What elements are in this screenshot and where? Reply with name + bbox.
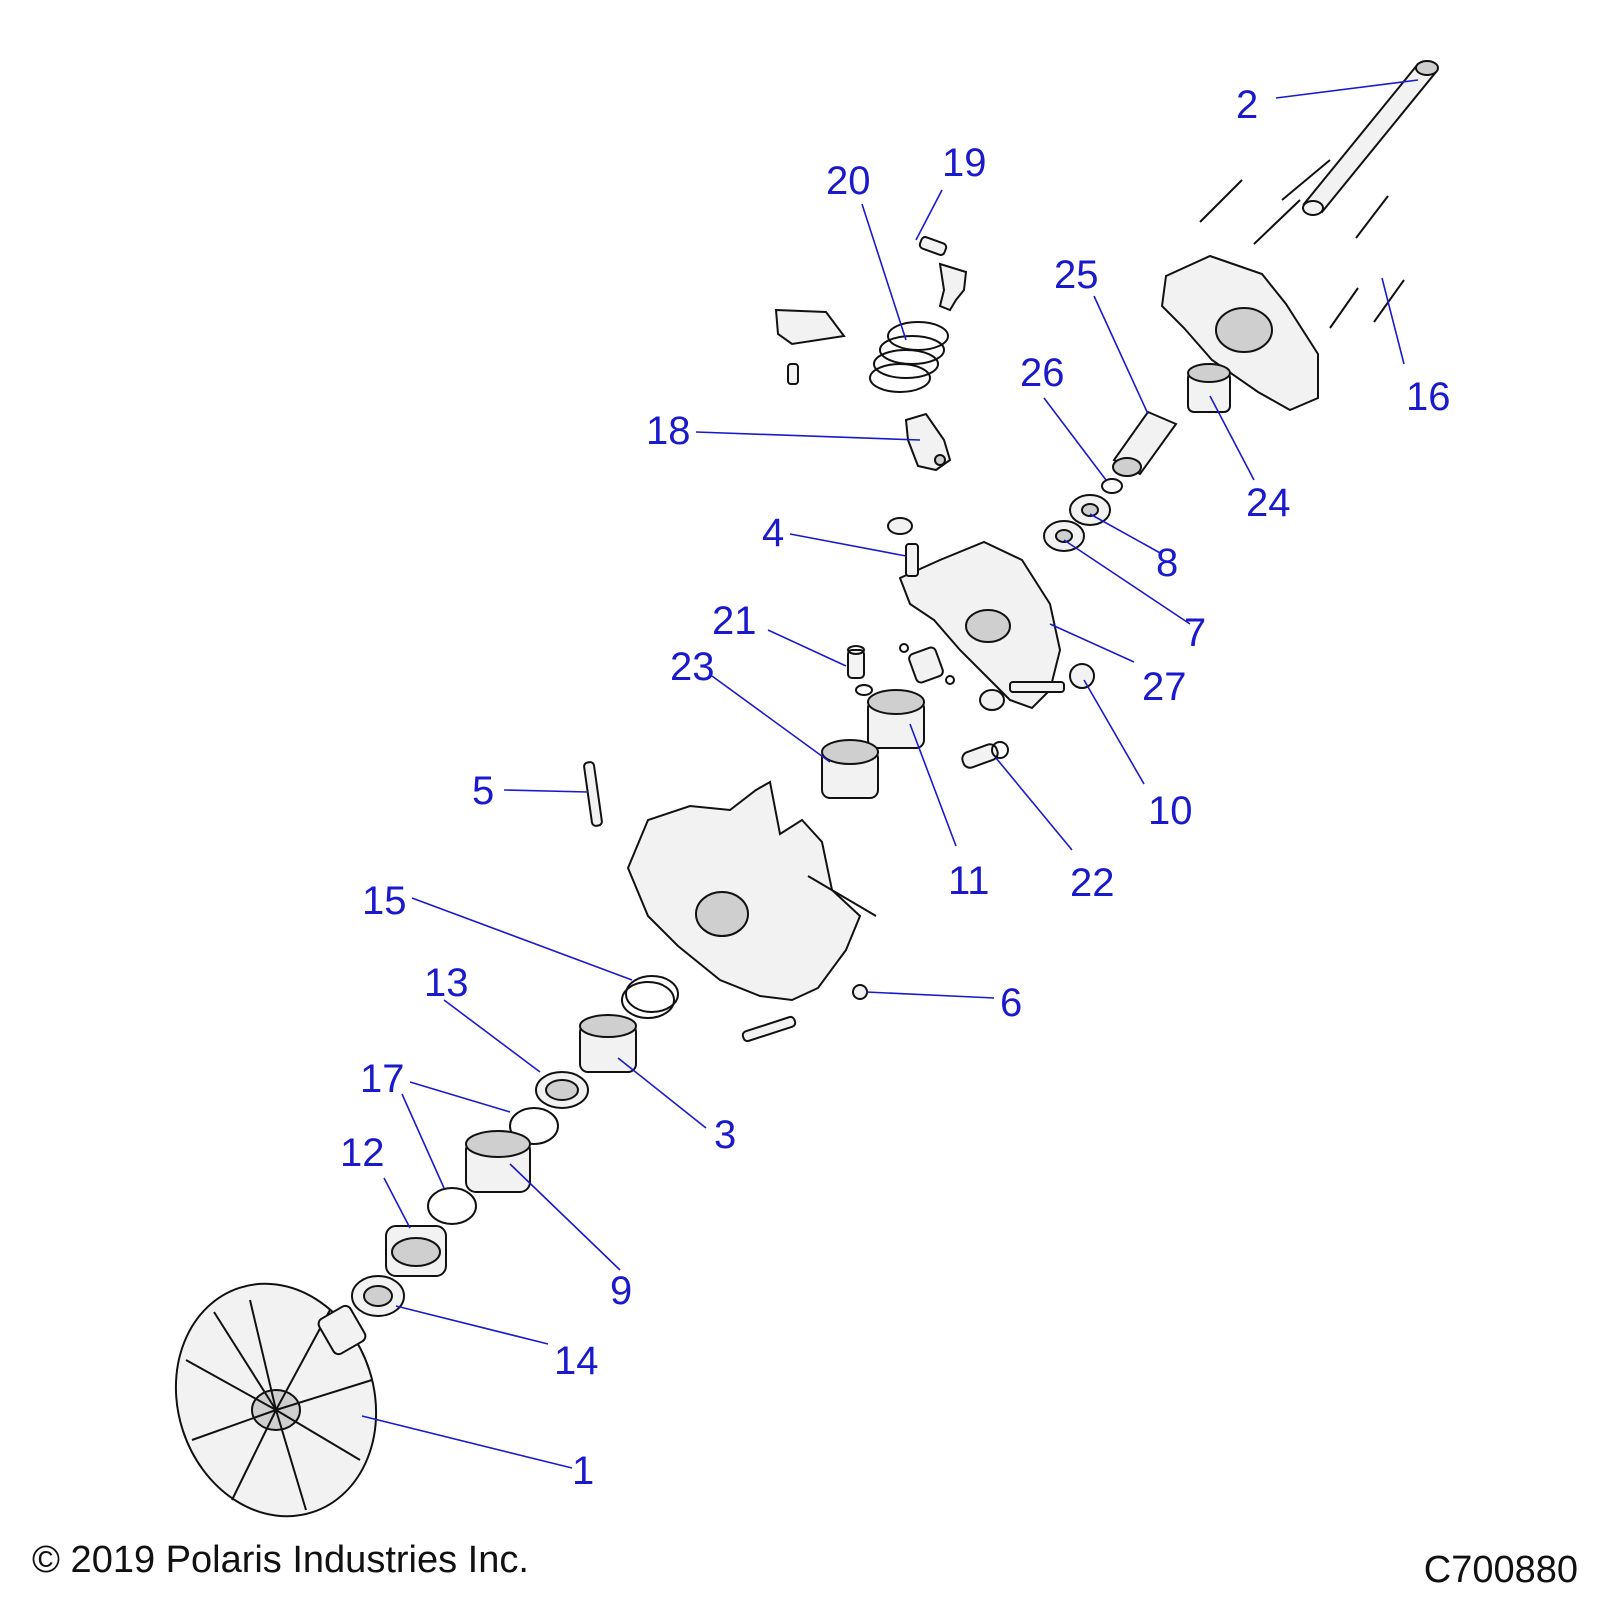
part-spider-plate	[1160, 254, 1319, 412]
callout-17: 17	[360, 1057, 405, 1101]
part-27-housing	[898, 540, 1062, 710]
part-25-sleeve	[1112, 410, 1178, 477]
leader-lines	[361, 79, 1419, 1469]
callout-23: 23	[670, 645, 715, 689]
part-7-washer	[1043, 520, 1085, 552]
part-1-fixed-sheave	[174, 1282, 378, 1518]
callout-12: 12	[340, 1131, 385, 1175]
callout-13: 13	[424, 961, 469, 1005]
part-9-bushing	[465, 1130, 531, 1193]
part-26-o-ring	[1101, 478, 1123, 494]
callout-21: 21	[712, 599, 757, 643]
callout-6: 6	[1000, 981, 1022, 1025]
part-20-spring	[869, 321, 949, 393]
callout-27: 27	[1142, 665, 1187, 709]
part-5-pin	[583, 761, 603, 827]
callout-20: 20	[826, 159, 871, 203]
part-13-ring	[535, 1071, 589, 1109]
callout-22: 22	[1070, 861, 1115, 905]
part-11-bushing	[867, 689, 925, 749]
callout-18: 18	[646, 409, 691, 453]
callout-9: 9	[610, 1269, 632, 1313]
callout-19: 19	[942, 141, 987, 185]
part-18-weight	[904, 412, 952, 472]
part-24-bushing	[1187, 363, 1231, 413]
part-10-knob	[979, 663, 1095, 711]
callout-25: 25	[1054, 253, 1099, 297]
callout-26: 26	[1020, 351, 1065, 395]
callout-15: 15	[362, 879, 407, 923]
callout-14: 14	[554, 1339, 599, 1383]
callout-numbers: 1 2 3 4 5 6 7 8 9 10 11 12 13 14 15 16 1…	[340, 83, 1451, 1493]
callout-16: 16	[1406, 375, 1451, 419]
part-weight-upper	[938, 262, 968, 312]
part-2-shaft	[1302, 60, 1439, 216]
callout-2: 2	[1236, 83, 1258, 127]
callout-10: 10	[1148, 789, 1193, 833]
part-sheave-pin	[741, 1015, 797, 1043]
part-23-bushing	[821, 739, 879, 799]
part-4-pin	[887, 517, 919, 577]
callout-7: 7	[1184, 611, 1206, 655]
part-weight-left	[774, 308, 846, 346]
callout-5: 5	[472, 769, 494, 813]
part-17-snap-ring-lower	[427, 1187, 477, 1225]
part-8-washer	[1069, 494, 1111, 526]
callout-3: 3	[714, 1113, 736, 1157]
callout-1: 1	[572, 1449, 594, 1493]
part-3-bushing	[579, 1014, 637, 1073]
part-small-pin	[787, 363, 799, 385]
part-16-bolts	[1199, 159, 1405, 329]
part-movable-sheave	[626, 780, 877, 1002]
part-21-bushing	[847, 645, 873, 696]
callout-4: 4	[762, 511, 784, 555]
copyright-text: © 2019 Polaris Industries Inc.	[32, 1539, 529, 1581]
part-12-collar	[385, 1225, 447, 1277]
part-roller	[899, 643, 955, 685]
part-19-pin	[918, 236, 948, 256]
callout-11: 11	[948, 859, 990, 903]
drawing-code: C700880	[1424, 1549, 1578, 1591]
callout-8: 8	[1156, 541, 1178, 585]
part-15-ring	[621, 975, 679, 1019]
part-22-roller	[961, 741, 1009, 769]
part-6-nut	[852, 984, 868, 1000]
part-17-snap-ring-upper	[509, 1107, 559, 1145]
callout-24: 24	[1246, 481, 1291, 525]
part-14-ring	[351, 1275, 405, 1317]
